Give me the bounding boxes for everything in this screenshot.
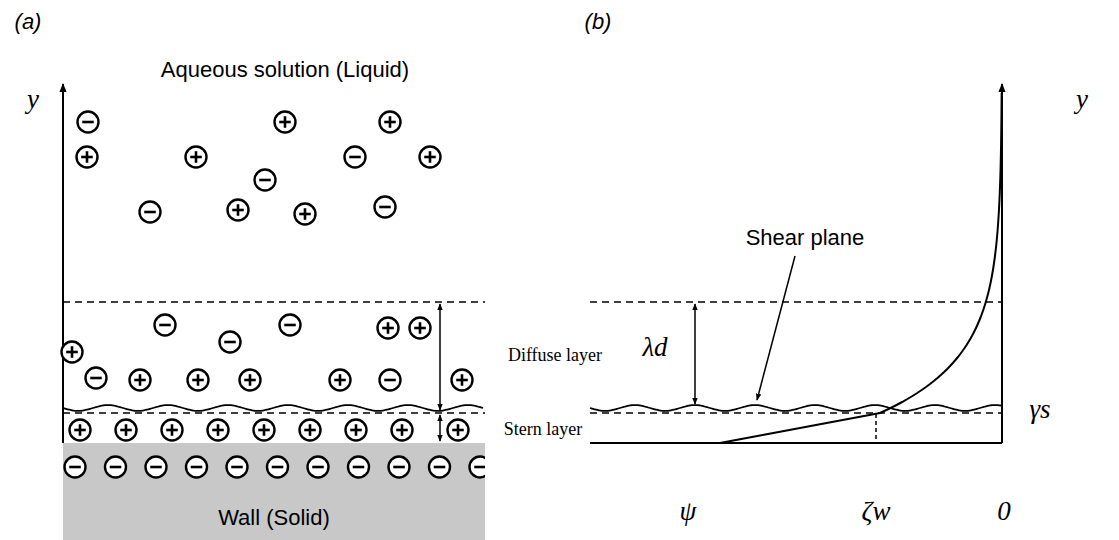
potential-curve	[720, 93, 1002, 443]
region-label: Aqueous solution (Liquid)	[161, 58, 409, 82]
anion-symbol	[308, 457, 329, 478]
cation-symbol	[380, 112, 401, 133]
diffuse-arrow	[439, 304, 441, 410]
layer-label: Diffuse layer	[508, 346, 602, 366]
anion-symbol	[155, 315, 176, 336]
anion-symbol	[146, 457, 167, 478]
panel-label: (a)	[15, 10, 42, 34]
cation-symbol	[254, 420, 275, 441]
anion-symbol	[78, 112, 99, 133]
stern-boundary	[590, 412, 1002, 414]
cation-symbol	[62, 342, 83, 363]
lambda-arrow	[694, 304, 696, 404]
anion-symbol	[105, 457, 126, 478]
anion-symbol	[255, 170, 276, 191]
y-axis	[62, 84, 64, 443]
panel-label: (b)	[585, 10, 612, 34]
wall-charges	[63, 443, 485, 503]
axis-label: y	[1076, 85, 1088, 115]
anion-symbol	[380, 370, 401, 391]
stern-boundary	[63, 412, 485, 414]
cation-symbol	[410, 318, 431, 339]
cation-symbol	[392, 420, 413, 441]
cation-symbol	[188, 370, 209, 391]
anion-symbol	[86, 368, 107, 389]
symbol-label: γs	[1029, 395, 1050, 425]
anion-symbol	[220, 332, 241, 353]
anion-symbol	[65, 457, 86, 478]
anion-symbol	[429, 457, 450, 478]
x-axis	[590, 442, 1002, 444]
axis-label: ζw	[862, 497, 891, 527]
anion-symbol	[470, 457, 486, 478]
cation-symbol	[295, 204, 316, 225]
stern-arrow	[439, 415, 441, 441]
cation-symbol	[208, 420, 229, 441]
anion-symbol	[267, 457, 288, 478]
diffuse-boundary	[590, 301, 1002, 303]
wall-block: Wall (Solid)	[63, 443, 485, 540]
wall-label: Wall (Solid)	[218, 506, 330, 530]
axis-label: 0	[997, 497, 1011, 527]
cation-symbol	[240, 370, 261, 391]
cation-symbol	[346, 420, 367, 441]
cation-symbol	[116, 420, 137, 441]
anion-symbol	[140, 202, 161, 223]
anion-symbol	[348, 457, 369, 478]
anion-symbol	[389, 457, 410, 478]
zeta-tick	[875, 414, 877, 443]
cation-symbol	[228, 200, 249, 221]
cation-symbol	[330, 370, 351, 391]
anion-symbol	[227, 457, 248, 478]
cation-symbol	[162, 420, 183, 441]
axis-label: ψ	[680, 497, 697, 527]
cation-symbol	[130, 370, 151, 391]
shear-plane-line	[590, 405, 1001, 411]
cation-symbol	[77, 147, 98, 168]
anion-symbol	[345, 147, 366, 168]
axis-label: y	[27, 85, 39, 115]
cation-symbol	[275, 112, 296, 133]
shear-plane-line	[63, 405, 483, 411]
cation-symbol	[186, 147, 207, 168]
symbol-label: λd	[642, 333, 667, 363]
cation-symbol	[448, 420, 469, 441]
cation-symbol	[300, 420, 321, 441]
cation-symbol	[70, 420, 91, 441]
leader-line	[757, 256, 795, 400]
cation-symbol	[452, 370, 473, 391]
anion-symbol	[280, 315, 301, 336]
callout-label: Shear plane	[746, 226, 865, 250]
anion-symbol	[375, 197, 396, 218]
anion-symbol	[186, 457, 207, 478]
cation-symbol	[420, 147, 441, 168]
cation-symbol	[378, 318, 399, 339]
layer-label: Stern layer	[504, 420, 582, 440]
diffuse-boundary	[63, 301, 485, 303]
